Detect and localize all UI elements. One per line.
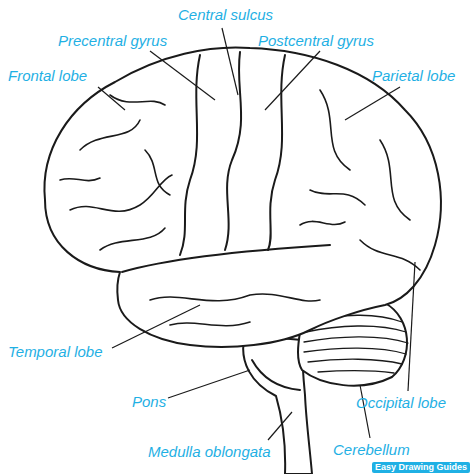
lobe-label: Occipital lobe xyxy=(356,394,446,412)
lobe-label: Temporal lobe xyxy=(8,343,103,361)
leader-lines xyxy=(98,28,415,440)
precentral-sulcus xyxy=(180,55,200,255)
cerebrum-outline xyxy=(44,47,440,346)
structure-label: Central sulcus xyxy=(178,6,273,24)
lobe-label: Frontal lobe xyxy=(8,67,87,85)
structure-label: Cerebellum xyxy=(333,441,410,459)
lobe-label: Parietal lobe xyxy=(372,67,455,85)
watermark: Easy Drawing Guides xyxy=(372,462,470,473)
structure-label: Postcentral gyrus xyxy=(258,32,374,50)
pons-fold xyxy=(252,360,300,390)
gyri-folds xyxy=(60,90,420,326)
structure-label: Medulla oblongata xyxy=(148,443,271,461)
structure-label: Pons xyxy=(132,393,166,411)
central-sulcus xyxy=(225,52,241,250)
structure-label: Precentral gyrus xyxy=(58,32,167,50)
postcentral-sulcus xyxy=(268,55,285,250)
